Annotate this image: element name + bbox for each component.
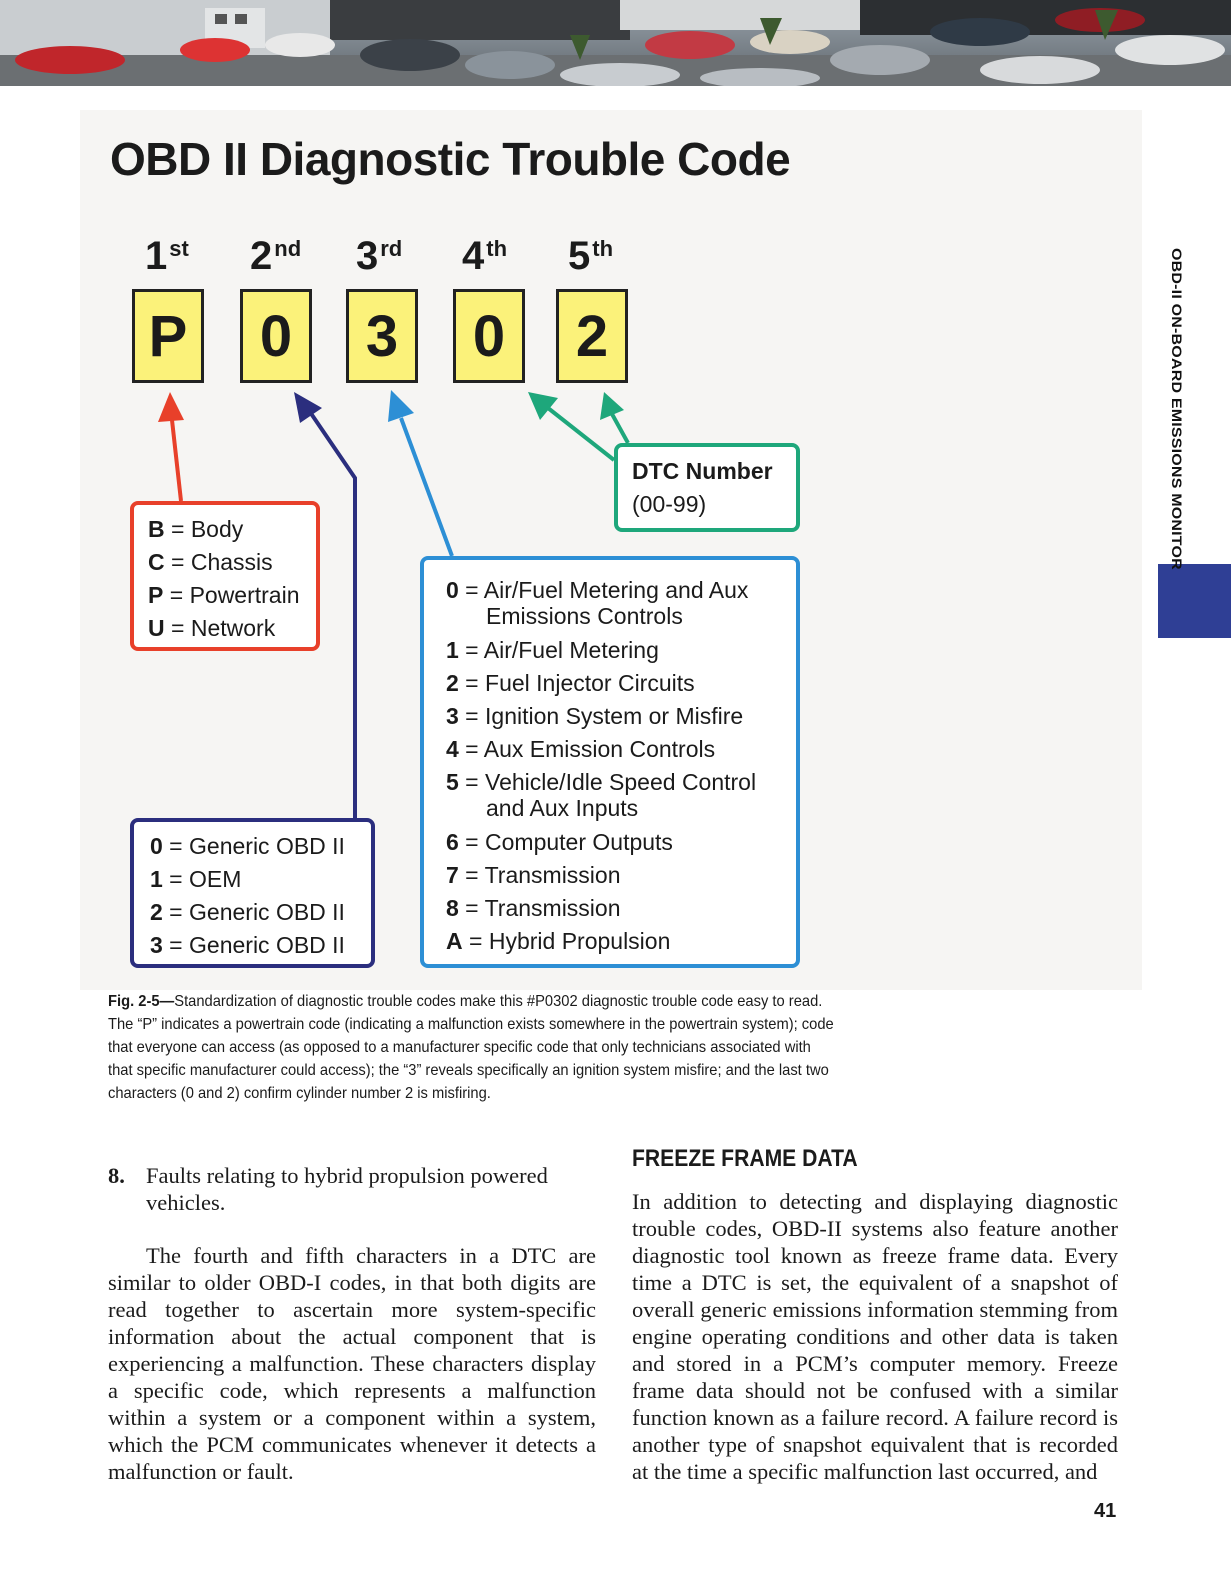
ordinal-4: 4th	[462, 234, 508, 278]
legend-row: 6 = Computer Outputs	[446, 829, 673, 855]
ordinal-5: 5th	[568, 234, 614, 278]
figure-caption: Fig. 2-5—Standardization of diagnostic t…	[108, 990, 835, 1105]
section-heading: FREEZE FRAME DATA	[632, 1145, 858, 1172]
legend-row: 2 = Fuel Injector Circuits	[446, 670, 695, 696]
list-item: 8. Faults relating to hybrid propulsion …	[108, 1162, 596, 1216]
arrow-subsystem	[388, 390, 454, 557]
legend-row: 7 = Transmission	[446, 862, 621, 888]
ordinal-2: 2nd	[250, 234, 302, 278]
legend-row: B = Body	[148, 516, 244, 542]
body-paragraph: The fourth and fifth characters in a DTC…	[108, 1243, 596, 1484]
dtc-char-3: 3	[346, 289, 418, 383]
manufacturer-legend-box: 0 = Generic OBD II 1 = OEM 2 = Generic O…	[130, 818, 375, 968]
arrow-manufacturer	[294, 392, 357, 818]
parking-lot-photo	[0, 0, 1231, 86]
legend-row: 3 = Ignition System or Misfire	[446, 703, 744, 729]
right-column: In addition to detecting and displaying …	[632, 1188, 1118, 1485]
legend-row-continuation: Emissions Controls	[486, 603, 683, 629]
dtc-char-2: 0	[240, 289, 312, 383]
legend-row: A = Hybrid Propulsion	[446, 928, 671, 954]
dtc-char-4: 0	[453, 289, 525, 383]
dtc-char-5: 2	[556, 289, 628, 383]
chapter-tab	[1158, 564, 1231, 638]
list-text: Faults relating to hybrid propulsion pow…	[146, 1163, 548, 1215]
dtc-number-box: DTC Number (00-99)	[614, 443, 800, 532]
dtc-number-range: (00-99)	[632, 491, 707, 517]
arrow-dtc	[528, 392, 630, 462]
legend-row: 8 = Transmission	[446, 895, 621, 921]
body-paragraph: In addition to detecting and displaying …	[632, 1189, 1118, 1484]
page-number: 41	[1094, 1500, 1117, 1522]
dtc-char-1: P	[132, 289, 204, 383]
arrow-type	[158, 392, 184, 502]
caption-text: Standardization of diagnostic trouble co…	[108, 993, 834, 1102]
legend-row: 1 = OEM	[150, 866, 242, 892]
legend-row: 1 = Air/Fuel Metering	[446, 637, 659, 663]
legend-row: U = Network	[148, 615, 276, 641]
running-head: OBD-II ON-BOARD EMISSIONS MONITOR	[1168, 248, 1184, 570]
dtc-number-title: DTC Number	[632, 458, 773, 484]
type-legend-box: B = Body C = Chassis P = Powertrain U = …	[130, 501, 320, 651]
legend-row: 0 = Generic OBD II	[150, 833, 345, 859]
left-column: 8. Faults relating to hybrid propulsion …	[108, 1162, 596, 1485]
legend-row: 2 = Generic OBD II	[150, 899, 345, 925]
legend-row: 5 = Vehicle/Idle Speed Control	[446, 769, 757, 795]
subsystem-legend-box: 0 = Air/Fuel Metering and Aux Emissions …	[420, 556, 800, 968]
ordinal-1: 1st	[145, 234, 189, 278]
figure-title: OBD II Diagnostic Trouble Code	[110, 133, 791, 185]
legend-row: P = Powertrain	[148, 582, 300, 608]
legend-row: 0 = Air/Fuel Metering and Aux	[446, 577, 749, 603]
ordinal-3: 3rd	[356, 234, 403, 278]
legend-row-continuation: and Aux Inputs	[486, 795, 639, 821]
caption-label: Fig. 2-5—	[108, 993, 175, 1010]
legend-row: C = Chassis	[148, 549, 273, 575]
legend-row: 3 = Generic OBD II	[150, 932, 345, 958]
list-number: 8.	[108, 1163, 125, 1188]
legend-row: 4 = Aux Emission Controls	[446, 736, 716, 762]
header-photo-banner	[0, 0, 1231, 86]
